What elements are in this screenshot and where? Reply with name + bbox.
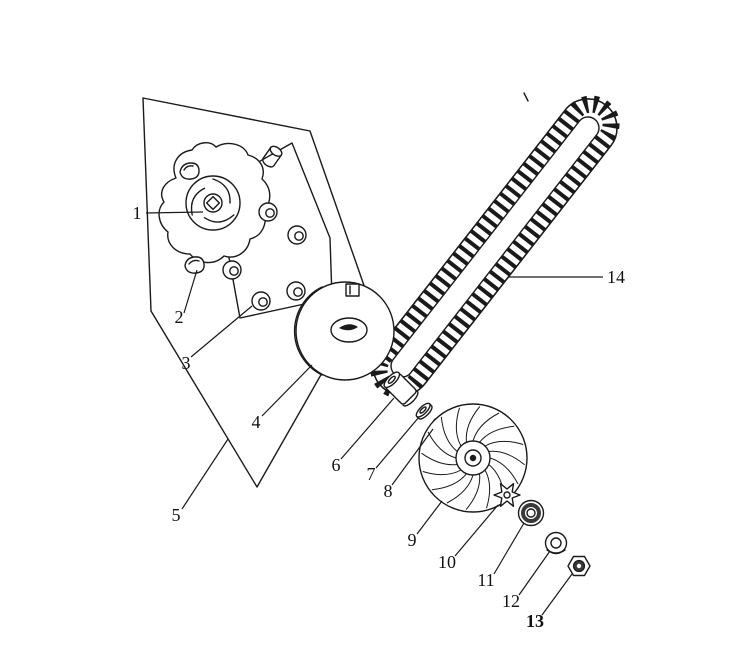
drive-belt [370,95,620,399]
belt-teeth [370,95,620,399]
square-bore [205,195,221,211]
part-label-6: 6 [332,455,341,475]
hex-nut [567,555,591,577]
leader-line-5 [181,438,229,510]
part-label-13: 13 [526,611,544,631]
movable-drive-face [293,281,395,381]
slider-shoe-bottom [184,256,205,274]
part-label-1: 1 [133,203,142,223]
belt-outer-edge [372,98,618,396]
outer-boundary-polygon [142,97,368,488]
leader-line-6 [340,397,395,460]
clutch-cam-assembly [158,142,283,274]
grooved-spacer [517,499,545,527]
leader-line-1 [145,211,204,214]
star-washer [493,483,521,507]
part-label-3: 3 [182,353,191,373]
leader-lines [145,211,603,616]
spacer-bushing [383,371,419,407]
groove-band [521,503,541,523]
leader-line-4 [261,364,313,417]
part-label-2: 2 [175,307,184,327]
roller [258,202,278,222]
bolt [262,145,283,168]
part-labels: 1 2 3 4 5 6 7 8 9 10 11 12 13 14 [133,203,626,631]
roller [287,225,307,245]
roller-weights [222,202,307,311]
part-label-11: 11 [477,570,494,590]
hub-slot [339,324,358,331]
leader-line-13 [541,573,573,616]
stray-tick-mark [523,92,529,102]
belt-inner-edge [390,116,600,378]
leader-line-9 [416,500,443,535]
roller [251,291,271,311]
leader-line-8 [391,428,434,486]
slider-shoe-top [179,162,200,180]
part-label-4: 4 [252,412,261,432]
leader-line-7 [375,416,420,469]
roller [222,260,242,280]
part-label-9: 9 [408,530,417,550]
roller [286,281,306,301]
part-label-14: 14 [607,267,625,287]
thick-washer [544,531,568,555]
leader-line-2 [183,269,198,314]
rim-notch [345,283,360,297]
leader-line-3 [190,305,253,358]
leader-line-12 [518,550,551,596]
washer-depth-line [546,549,566,554]
part-label-5: 5 [172,505,181,525]
part-label-8: 8 [384,481,393,501]
part-label-10: 10 [438,552,456,572]
part-label-12: 12 [502,591,520,611]
leader-line-11 [493,522,525,575]
leader-line-10 [454,504,499,557]
flat-washer [415,402,433,420]
part-label-7: 7 [367,464,376,484]
